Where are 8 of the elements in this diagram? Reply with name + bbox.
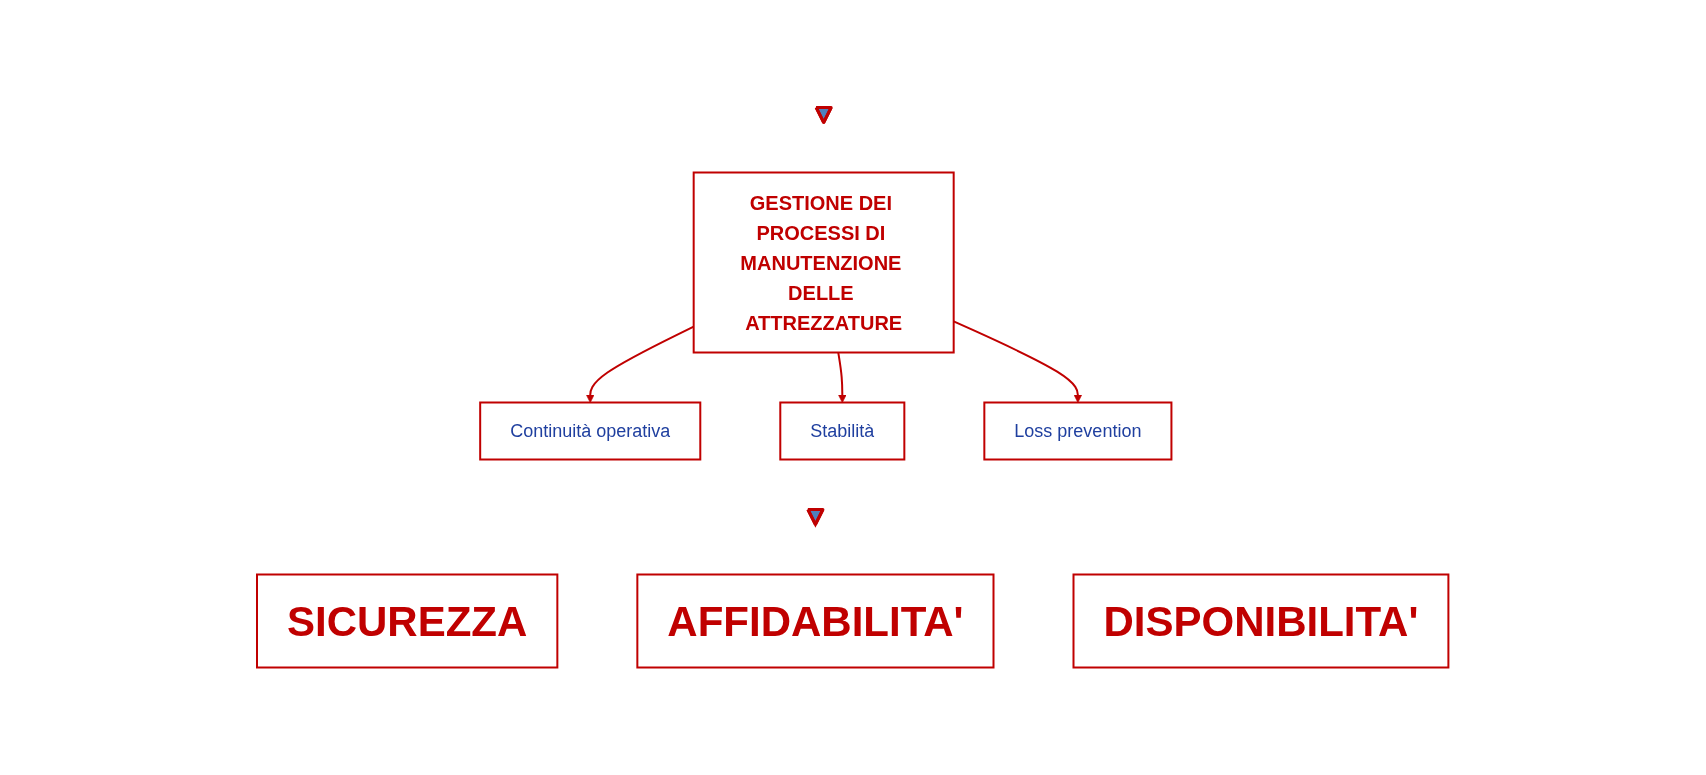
node-box: Continuità operativa [479, 401, 702, 461]
node-box: SICUREZZA [256, 573, 559, 669]
node-box: AFFIDABILITA' [636, 573, 995, 669]
node-box: DISPONIBILITA' [1072, 573, 1450, 669]
node-box: GESTIONE DEI PROCESSI DI MANUTENZIONE DELLE ATTREZZATURE [692, 171, 955, 354]
arrow [837, 351, 847, 403]
node-box: Stabilità [779, 401, 906, 461]
node-box: Loss prevention [983, 401, 1173, 461]
